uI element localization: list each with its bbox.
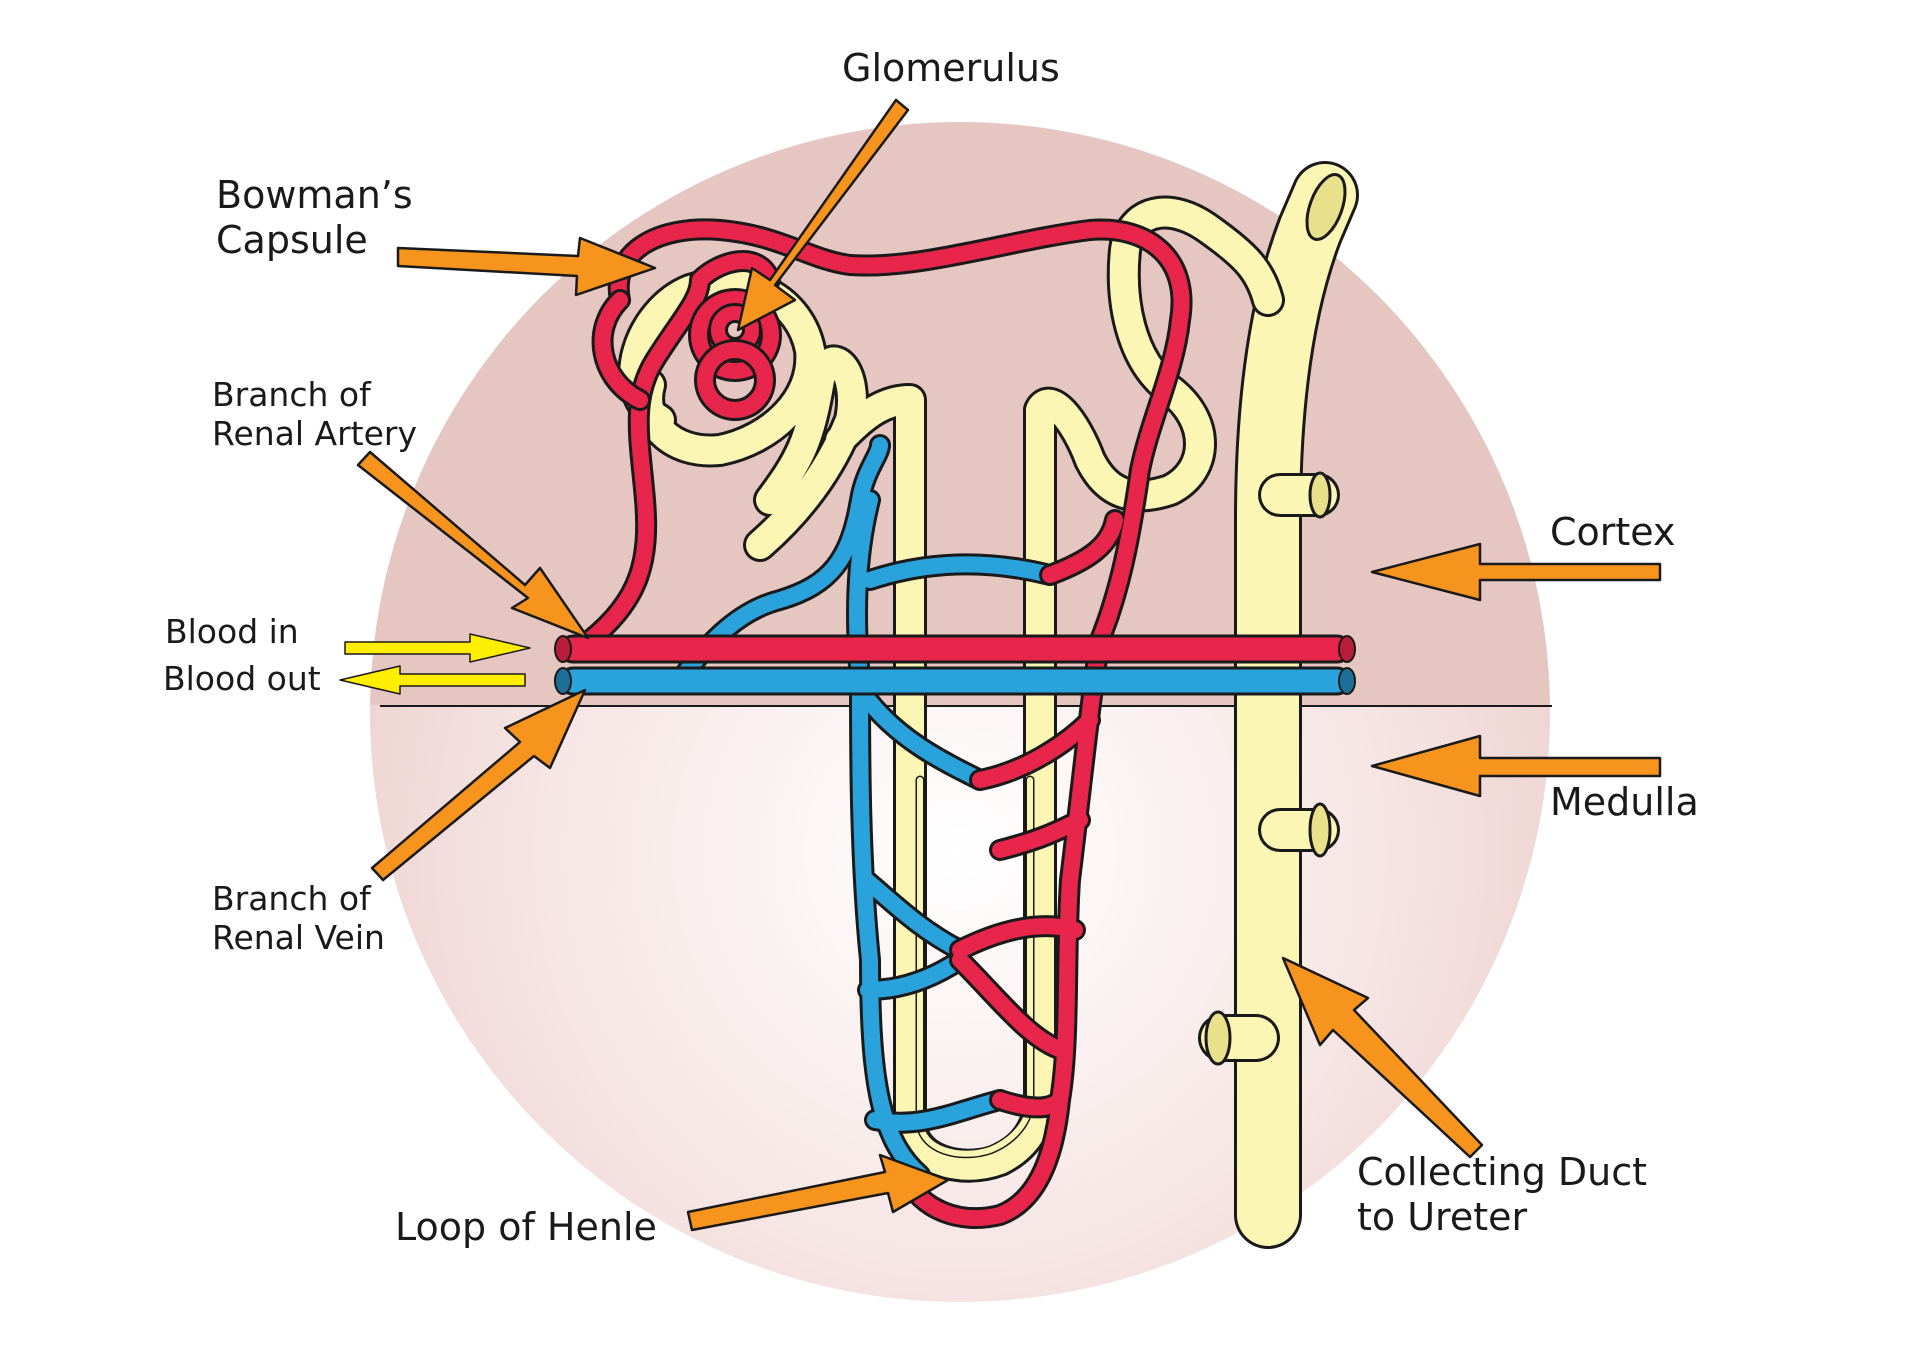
glomerulus-arrow <box>736 98 910 332</box>
loop-of-henle-label: Loop of Henle <box>395 1205 657 1249</box>
medulla-arrow <box>1370 734 1662 798</box>
venous-network <box>554 434 1061 1186</box>
blood-in-label: Blood in <box>165 612 299 651</box>
cortex-arrow <box>1370 542 1662 602</box>
branch-renal-artery-label: Branch of Renal Artery <box>212 375 418 453</box>
blood-flow-arrows <box>339 633 531 695</box>
blood-out-label: Blood out <box>163 659 321 698</box>
blood-out-arrow <box>339 665 526 695</box>
cortex-label: Cortex <box>1550 510 1676 554</box>
renal-vein-arrow <box>370 688 587 882</box>
medulla-label: Medulla <box>1550 780 1699 824</box>
renal-artery-arrow <box>356 450 590 640</box>
glomerulus-label: Glomerulus <box>842 46 1060 90</box>
renal-vein-branch <box>554 666 1356 696</box>
bowmans-capsule-label: Bowman’s Capsule <box>216 173 413 262</box>
collecting-duct-label: Collecting Duct to Ureter <box>1357 1150 1648 1239</box>
loop-of-henle-arrow <box>686 1153 950 1232</box>
bowmans-capsule-arrow <box>396 236 657 297</box>
pointer-arrows <box>356 98 1662 1232</box>
renal-artery-branch <box>554 634 1356 664</box>
collecting-duct <box>1198 161 1359 1249</box>
branch-renal-vein-label: Branch of Renal Vein <box>212 879 385 957</box>
arterial-network <box>579 218 1193 1229</box>
blood-in-arrow <box>344 633 531 663</box>
glomerulus-tuft <box>688 288 782 421</box>
collecting-duct-arrow <box>1281 956 1484 1159</box>
